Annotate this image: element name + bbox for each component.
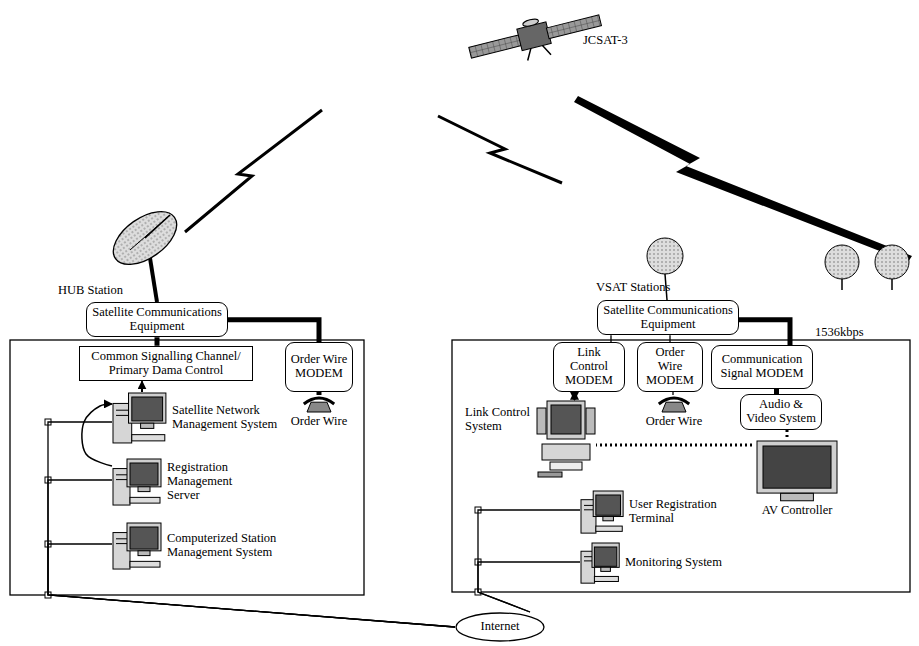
- node-label: Computerized Station Management System: [167, 532, 307, 560]
- computer-node: Computerized Station Management System: [112, 522, 307, 570]
- computer-node: Link Control System: [465, 400, 596, 478]
- connector: [786, 430, 789, 440]
- connector: [478, 562, 580, 612]
- computer-node: User Registration Terminal: [580, 490, 749, 534]
- node-label: Audio & Video System: [745, 398, 817, 426]
- device-icon: [536, 400, 596, 478]
- node-label: Link Control System: [465, 406, 533, 434]
- label-group: Computerized Station Management System: [167, 532, 307, 560]
- device-icon: [580, 542, 620, 584]
- computer-node: Registration Management Server: [112, 458, 251, 506]
- lan-tap: [45, 419, 481, 598]
- control-box: Common Signalling Channel/ Primary Dama …: [79, 346, 253, 382]
- monitor-node: AV Controller: [752, 440, 842, 518]
- connector: [672, 392, 673, 395]
- connector: [317, 392, 322, 395]
- connector: [574, 392, 576, 400]
- node-label: Order Wire: [643, 415, 705, 429]
- label-group: Satellite Communications Equipment: [91, 306, 223, 334]
- node-label: Link Control MODEM: [558, 346, 620, 387]
- computer-node: Monitoring System: [580, 542, 735, 584]
- device-icon: [654, 395, 694, 413]
- device-icon: [580, 490, 624, 534]
- node-label: User Registration Terminal: [629, 498, 749, 526]
- label-group: Order Wire: [286, 415, 352, 429]
- radio-link: [438, 116, 562, 183]
- label-group: Common Signalling Channel/ Primary Dama …: [84, 350, 248, 378]
- equipment-box: Order Wire MODEM: [637, 342, 703, 391]
- connector: [48, 422, 455, 627]
- vsat-dish: [647, 238, 909, 300]
- connector: [141, 381, 143, 392]
- connector: [48, 480, 455, 627]
- device-icon: [112, 458, 162, 506]
- node-label: Registration Management Server: [167, 461, 251, 502]
- label-group: Link Control System: [465, 400, 533, 434]
- device-icon: [112, 392, 167, 444]
- device-icon: [299, 395, 339, 413]
- label-group: Satellite Network Management System: [172, 404, 294, 432]
- radio-link: [574, 96, 912, 262]
- device-icon: [756, 440, 838, 502]
- label-group: Order Wire MODEM: [290, 353, 348, 381]
- node-label: Satellite Communications Equipment: [602, 304, 734, 332]
- label-group: Satellite Communications Equipment: [602, 304, 734, 332]
- label-group: Internet: [481, 620, 520, 634]
- connector: [228, 320, 319, 343]
- label-group: Communication Signal MODEM: [716, 353, 808, 381]
- node-label: Monitoring System: [625, 556, 735, 570]
- label-group: AV Controller: [752, 504, 842, 518]
- node-label: Internet: [481, 620, 520, 634]
- node-label: Common Signalling Channel/ Primary Dama …: [84, 350, 248, 378]
- network-cloud: Internet: [455, 612, 545, 642]
- connector: [669, 335, 670, 342]
- node-label: Satellite Network Management System: [172, 404, 294, 432]
- label-group: Audio & Video System: [745, 398, 817, 426]
- device-icon: [112, 522, 162, 570]
- equipment-box: Order Wire MODEM: [285, 342, 353, 391]
- connector: [155, 337, 160, 346]
- node-label: Satellite Communications Equipment: [91, 306, 223, 334]
- connector: [478, 510, 580, 612]
- equipment-box: Link Control MODEM: [553, 342, 625, 391]
- label-group: Order Wire MODEM: [642, 346, 698, 387]
- label-group: Order Wire: [643, 415, 705, 429]
- telephone-node: Order Wire: [643, 395, 705, 429]
- label-group: Registration Management Server: [167, 461, 251, 502]
- node-label: Order Wire MODEM: [642, 346, 698, 387]
- radio-link: [185, 110, 322, 232]
- station-label: JCSAT-3: [583, 34, 628, 48]
- station-label: HUB Station: [58, 284, 123, 298]
- connector: [82, 404, 112, 466]
- connector: [739, 320, 790, 345]
- equipment-box: Audio & Video System: [740, 394, 822, 430]
- vsat-enclosure: [452, 340, 910, 592]
- computer-node: Satellite Network Management System: [112, 392, 294, 444]
- node-label: Communication Signal MODEM: [716, 353, 808, 381]
- telephone-node: Order Wire: [286, 395, 352, 429]
- node-label: AV Controller: [752, 504, 842, 518]
- connector: [610, 335, 611, 342]
- hub-enclosure: [10, 340, 364, 595]
- label-group: User Registration Terminal: [629, 498, 749, 526]
- equipment-box: Satellite Communications Equipment: [86, 302, 228, 338]
- equipment-box: Satellite Communications Equipment: [597, 300, 739, 336]
- label-group: Link Control MODEM: [558, 346, 620, 387]
- equipment-box: Communication Signal MODEM: [711, 345, 813, 389]
- node-label: Order Wire: [286, 415, 352, 429]
- connector: [596, 444, 752, 447]
- station-label: VSAT Stations: [596, 281, 670, 295]
- node-label: Order Wire MODEM: [290, 353, 348, 381]
- label-group: Monitoring System: [625, 556, 735, 570]
- station-label: 1536kbps: [815, 326, 864, 340]
